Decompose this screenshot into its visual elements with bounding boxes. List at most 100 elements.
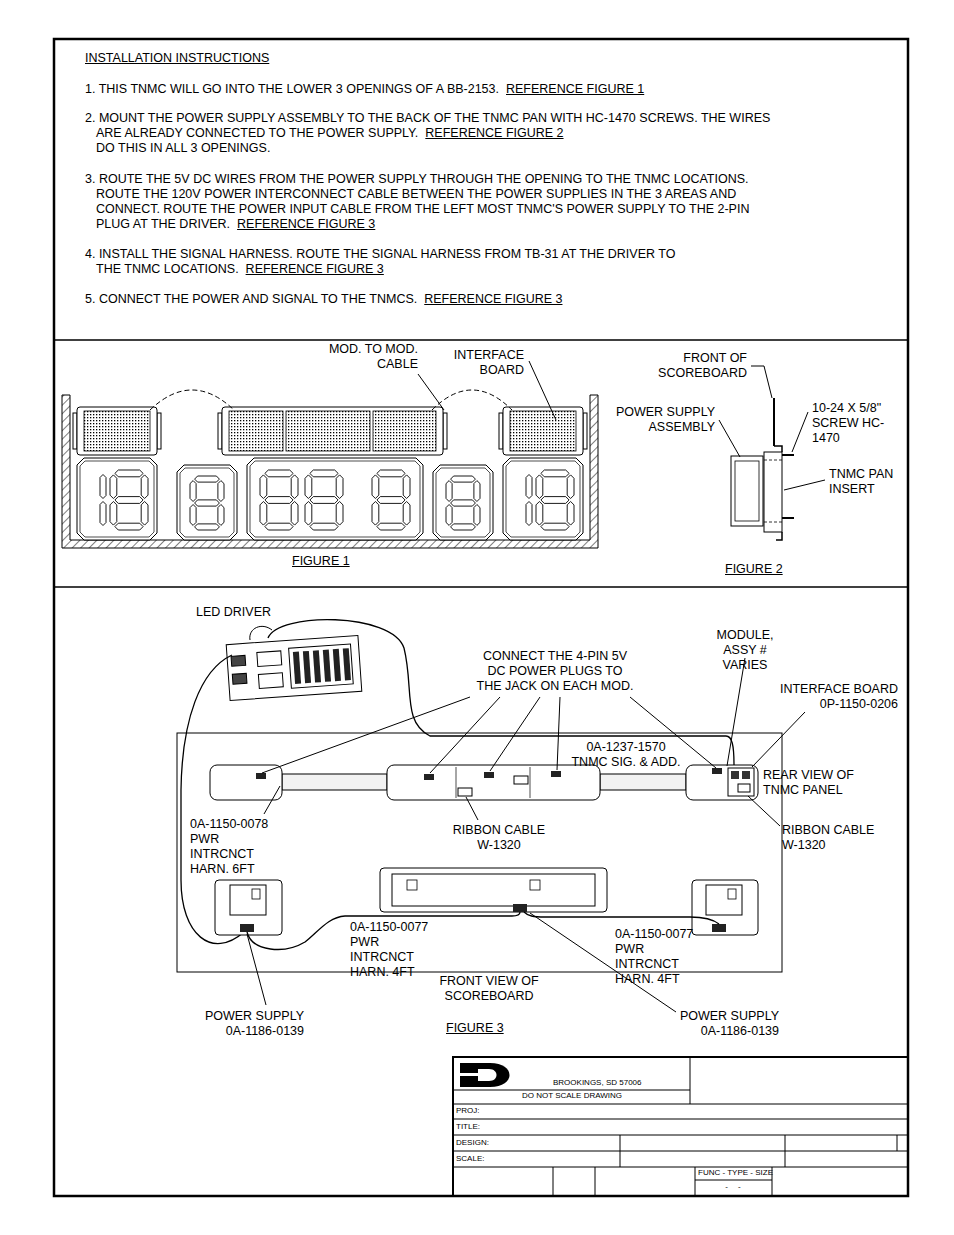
module-tab xyxy=(583,413,587,449)
step-text: 3. ROUTE THE 5V DC WIRES FROM THE POWER … xyxy=(85,172,749,231)
label-text: CONNECT THE 4-PIN 5V DC POWER PLUGS TO T… xyxy=(477,649,634,693)
power-supply-inner xyxy=(735,461,759,521)
seven-segment xyxy=(260,502,267,526)
seven-segment xyxy=(115,497,143,504)
tnmc-panel-rear xyxy=(210,765,282,800)
step-text: 1. THIS TNMC WILL GO INTO THE LOWER 3 OP… xyxy=(85,82,499,96)
label-text: - - xyxy=(725,1182,741,1191)
label-text: 0A-1237-1570 TNMC SIG. & ADD. xyxy=(571,740,680,769)
callout-label: POWER SUPPLY 0A-1186-0139 xyxy=(198,1009,304,1039)
led-module xyxy=(222,407,443,455)
callout-label: FIGURE 1 xyxy=(292,554,350,569)
power-supply xyxy=(230,885,266,915)
digit-module-inner xyxy=(80,461,154,537)
title-block-line xyxy=(620,1135,621,1167)
power-plug xyxy=(551,771,561,777)
seven-segment xyxy=(377,497,405,504)
label-text: FRONT VIEW OF SCOREBOARD xyxy=(439,974,538,1003)
seven-segment xyxy=(218,505,224,526)
title-block-line xyxy=(690,1057,691,1104)
callout-label: RIBBON CABLE W-1320 xyxy=(450,823,548,853)
scoreboard-face xyxy=(776,532,782,540)
label-text: POWER SUPPLY 0A-1186-0139 xyxy=(680,1009,779,1038)
seven-segment xyxy=(310,470,338,477)
seven-segment xyxy=(336,475,343,499)
sheet-frame xyxy=(54,39,908,1196)
callout-label: 10-24 X 5/8" SCREW HC-1470 xyxy=(812,401,902,446)
seven-segment xyxy=(291,475,298,499)
digit-module xyxy=(433,465,493,540)
label-text: FIGURE 3 xyxy=(446,1021,504,1035)
digit-module xyxy=(503,458,583,540)
title-block-line xyxy=(595,1167,596,1196)
label-text: SCALE: xyxy=(456,1154,484,1163)
ps-detail xyxy=(728,889,736,899)
module-tab xyxy=(73,413,77,449)
callout-label: 0A-1150-0077 PWR INTRCNCT HARN. 4FT xyxy=(350,920,446,980)
seven-segment xyxy=(141,475,148,499)
power-supply-assembly xyxy=(731,456,763,526)
seven-segment xyxy=(377,470,405,477)
driver-connector xyxy=(231,655,246,666)
figure-reference: REFERENCE FIGURE 3 xyxy=(237,217,375,232)
title-block-cell: PROJ: xyxy=(456,1106,480,1116)
seven-segment xyxy=(541,523,569,530)
driver-connector xyxy=(232,673,247,684)
seven-segment xyxy=(536,502,543,526)
tnmc-unit-front xyxy=(380,868,607,912)
title-block-line xyxy=(897,1135,898,1151)
power-plug xyxy=(256,773,266,779)
instruction-step: 1. THIS TNMC WILL GO INTO THE LOWER 3 OP… xyxy=(85,82,775,97)
title-block-line xyxy=(553,1167,554,1196)
step-text: DO THIS IN ALL 3 OPENINGS. xyxy=(96,141,775,156)
pan-flange xyxy=(764,460,782,461)
seven-segment xyxy=(536,475,543,499)
title-block-cell: - - xyxy=(713,1182,753,1192)
leader-line xyxy=(727,658,745,766)
power-supply xyxy=(706,885,742,915)
figure-reference: REFERENCE FIGURE 3 xyxy=(246,262,384,277)
power-plug xyxy=(484,772,494,778)
seven-segment xyxy=(372,475,379,499)
callout-label: POWER SUPPLY 0A-1186-0139 xyxy=(673,1009,779,1039)
seven-segment xyxy=(195,500,220,506)
callout-label: MOD. TO MOD. CABLE xyxy=(318,342,418,372)
module-tab xyxy=(218,413,222,449)
module-divider xyxy=(456,767,457,798)
leader-line xyxy=(792,412,808,452)
title-block-cell: TITLE: xyxy=(456,1122,480,1132)
step-text: 5. CONNECT THE POWER AND SIGNAL TO THE T… xyxy=(85,292,417,306)
seven-segment xyxy=(446,505,452,526)
figure-reference: REFERENCE FIGURE 1 xyxy=(506,82,644,97)
callout-label: FIGURE 2 xyxy=(725,562,783,577)
digit-module-inner xyxy=(180,468,234,537)
title-block-line xyxy=(695,1167,696,1196)
tnmc-panel-rear xyxy=(387,765,600,800)
leader-line xyxy=(529,361,556,420)
driver-terminal xyxy=(323,650,331,682)
figure-reference: REFERENCE FIGURE 2 xyxy=(425,126,563,141)
callout-label: INTERFACE BOARD 0P-1150-0206 xyxy=(772,682,898,712)
ribbon-bar xyxy=(600,774,686,790)
ps-detail xyxy=(530,880,540,890)
seven-segment xyxy=(310,497,338,504)
digit-module xyxy=(177,465,237,540)
driver-terminal xyxy=(333,649,341,681)
digit-module xyxy=(247,458,423,540)
seven-segment xyxy=(541,497,569,504)
title-block-line xyxy=(453,1119,908,1120)
power-interconnect-harness xyxy=(524,912,719,924)
seven-segment xyxy=(110,475,117,499)
leader-line xyxy=(262,697,470,773)
ps-connector xyxy=(712,924,726,932)
driver-chip xyxy=(257,651,282,667)
digit-modules xyxy=(77,458,583,540)
digit-module-inner xyxy=(436,468,490,537)
seven-segment xyxy=(567,475,574,499)
ps-connector xyxy=(513,904,527,912)
seven-segment xyxy=(451,476,476,482)
module-divider xyxy=(530,767,531,798)
title-block-line xyxy=(785,1135,786,1167)
title-block-cell: DESIGN: xyxy=(456,1138,489,1148)
leader-line xyxy=(748,796,780,826)
